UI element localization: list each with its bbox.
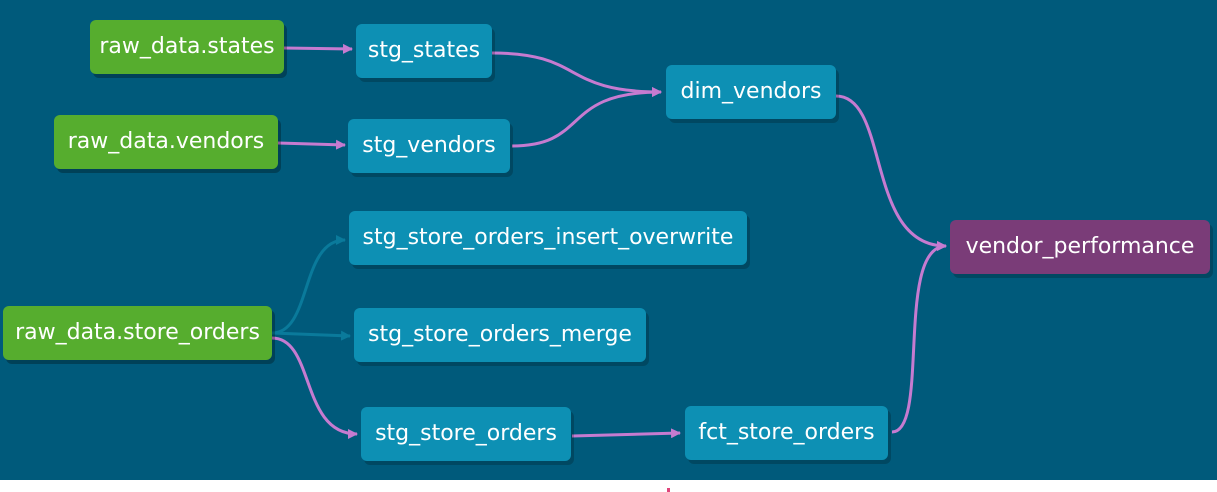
node-stg-store-orders-merge[interactable]: stg_store_orders_merge — [354, 308, 646, 362]
edge-fct-store-orders-to-vendor-performance — [891, 241, 947, 434]
node-vendor-performance[interactable]: vendor_performance — [950, 220, 1210, 274]
edge-raw-states-to-stg-states — [283, 43, 353, 54]
bottom-strip — [0, 480, 1217, 492]
edge-raw-store-orders-to-stg-merge — [271, 330, 351, 341]
node-stg-store-orders-insert-overwrite[interactable]: stg_store_orders_insert_overwrite — [349, 211, 747, 265]
edge-raw-store-orders-to-stg-store-orders — [271, 336, 358, 439]
edge-raw-store-orders-to-stg-insert-overwrite — [271, 235, 346, 335]
node-stg-store-orders[interactable]: stg_store_orders — [361, 407, 571, 461]
node-fct-store-orders[interactable]: fct_store_orders — [685, 406, 888, 460]
lineage-graph-canvas[interactable]: raw_data.states raw_data.vendors raw_dat… — [0, 0, 1217, 480]
bottom-mark — [667, 488, 670, 492]
node-raw-data-store-orders[interactable]: raw_data.store_orders — [3, 306, 272, 360]
node-stg-vendors[interactable]: stg_vendors — [348, 119, 510, 173]
lineage-edges — [271, 43, 947, 439]
node-raw-data-vendors[interactable]: raw_data.vendors — [54, 115, 278, 169]
edge-stg-vendors-to-dim-vendors — [511, 87, 662, 148]
node-stg-states[interactable]: stg_states — [356, 24, 492, 78]
edge-raw-vendors-to-stg-vendors — [277, 139, 346, 150]
edge-stg-store-orders-to-fct-store-orders — [571, 428, 681, 439]
edge-dim-vendors-to-vendor-performance — [835, 94, 947, 251]
node-dim-vendors[interactable]: dim_vendors — [666, 65, 836, 119]
node-raw-data-states[interactable]: raw_data.states — [90, 20, 284, 74]
edge-stg-states-to-dim-vendors — [491, 51, 662, 97]
